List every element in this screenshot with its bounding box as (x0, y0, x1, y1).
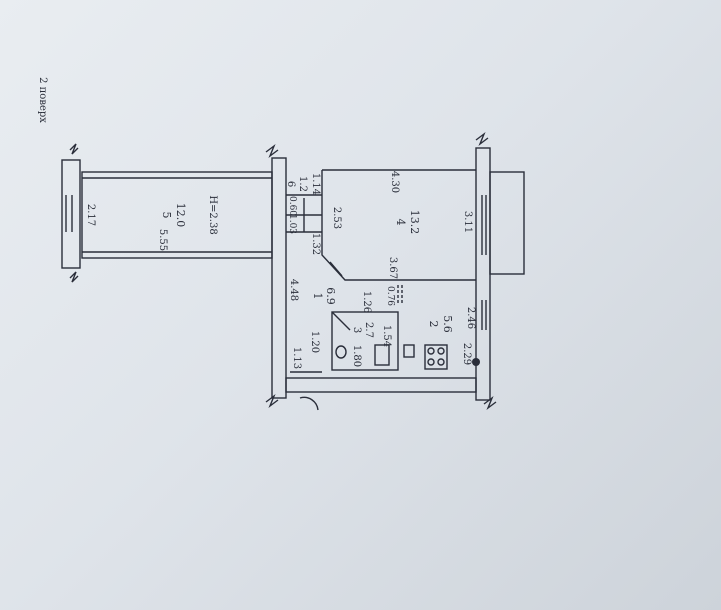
floor-note: 2 поверх (37, 77, 48, 123)
dim-room4-top: 4.30 (389, 171, 400, 193)
room-area: 12.0 (174, 203, 187, 228)
ceiling-height: H=2.38 (207, 195, 218, 234)
room-area: 2.7 (363, 322, 374, 338)
right-balcony (489, 171, 525, 275)
room-number: 3 (351, 327, 362, 333)
dim-storage-small-b: 1.03 (287, 214, 297, 234)
dim-kitchen-side: 2.46 (465, 307, 476, 329)
dim-balcony-width: 2.17 (85, 204, 96, 226)
room-number: 4 (394, 219, 407, 226)
sink-fixture (403, 344, 415, 358)
outer-wall-left (271, 157, 287, 399)
room-area: 6.9 (324, 287, 337, 305)
entrance-door-arc (299, 396, 319, 411)
bathroom-outline (331, 311, 399, 371)
stove-fixture (424, 344, 448, 370)
room-area: 1.2 (297, 176, 308, 192)
room-number: 2 (427, 321, 440, 328)
dim-bath-b: 1.80 (351, 345, 362, 367)
dim-storage-side: 1.14 (310, 173, 321, 195)
dim-room4-right: 3.11 (462, 211, 473, 233)
dim-bath-a: 1.26 (361, 291, 372, 313)
riser-marker (472, 358, 480, 366)
room-number: 6 (285, 181, 296, 187)
dim-hall-length: 4.48 (288, 279, 299, 301)
dim-room4-left: 2.53 (331, 207, 342, 229)
toilet-fixture (335, 345, 347, 359)
dim-entry-b: 1.13 (291, 347, 302, 369)
dim-kitchen-bottom: 2.29 (461, 343, 472, 365)
dim-hall-short: 1.32 (310, 233, 321, 255)
dim-room4-bottom: 3.67 (387, 257, 398, 279)
room-area: 13.2 (408, 210, 421, 235)
outer-wall-bottom (285, 377, 477, 393)
balcony-rail (61, 159, 81, 269)
room-number: 1 (311, 293, 324, 300)
dim-entry-a: 1.20 (309, 331, 320, 353)
room-number: 5 (160, 212, 173, 219)
dim-storage-small-a: 0.60 (287, 196, 297, 216)
dim-bath-c: 1.54 (381, 325, 392, 347)
bathtub-fixture (374, 344, 390, 366)
dim-kitchen-gap: 0.76 (385, 286, 395, 306)
dim-balcony-length: 5.55 (157, 229, 168, 251)
room-4-wall (321, 170, 476, 281)
room-area: 5.6 (441, 315, 454, 333)
